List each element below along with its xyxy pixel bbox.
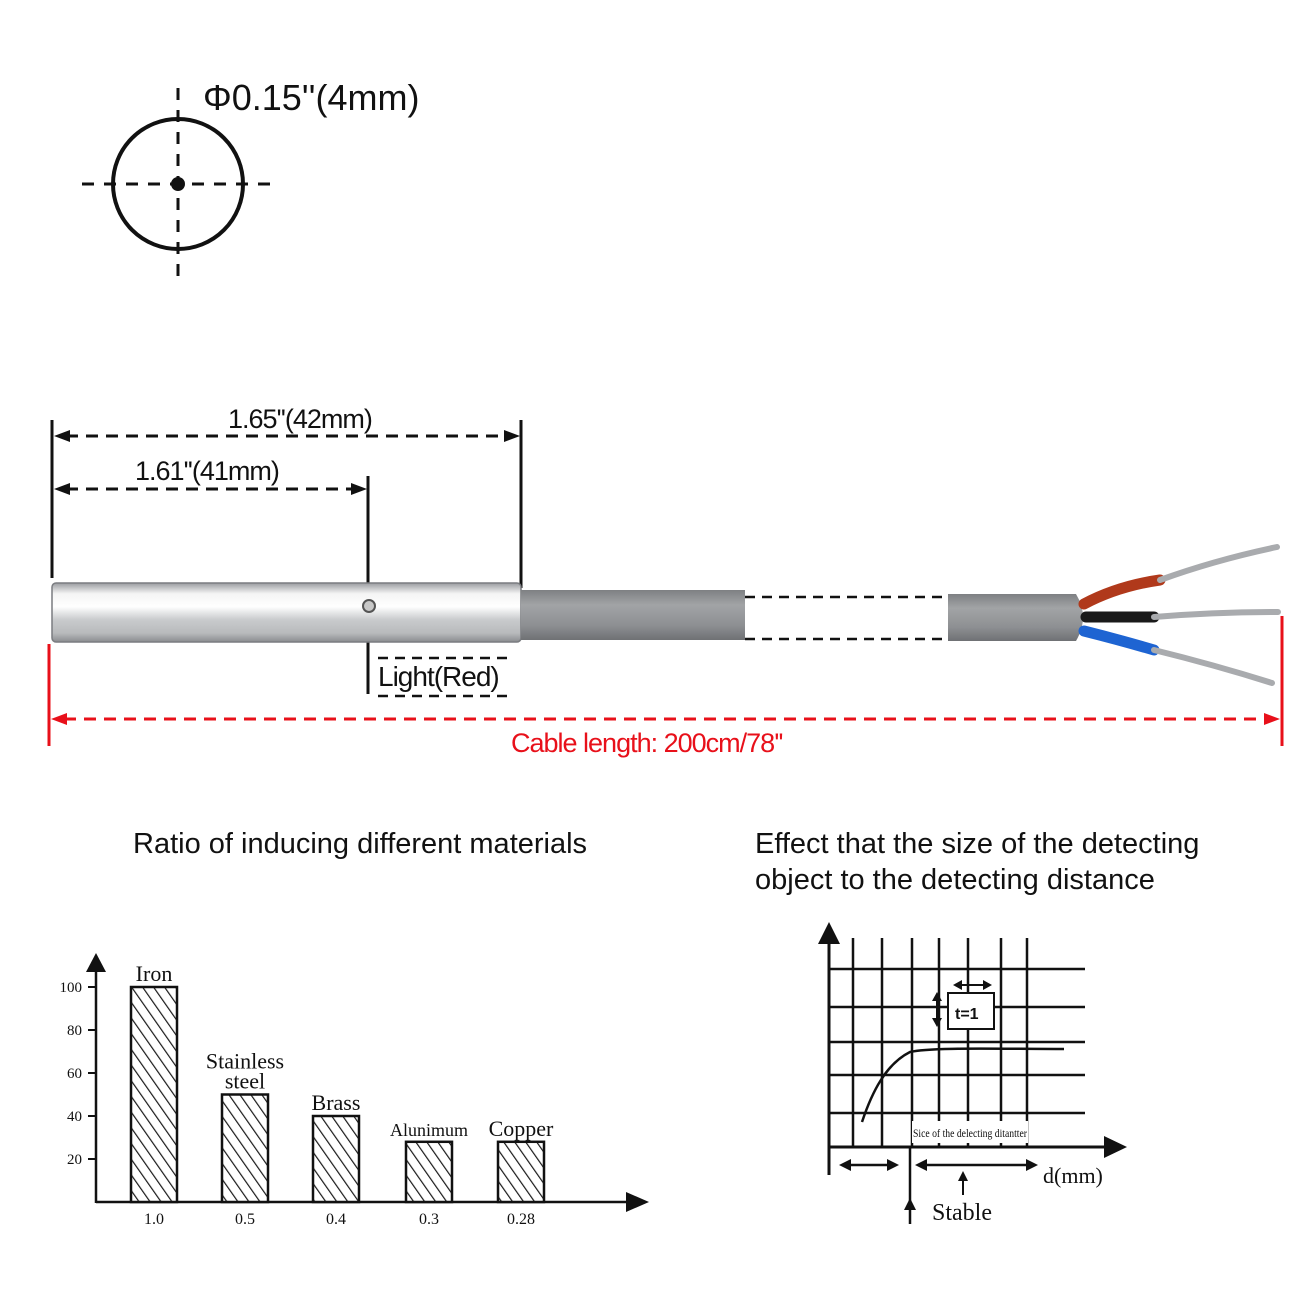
bar-category-label: Alunimum bbox=[390, 1120, 468, 1140]
cable-jacket-near bbox=[521, 590, 745, 640]
distance-grid bbox=[829, 938, 1085, 1147]
bar-category-label: Stainless bbox=[206, 1049, 284, 1074]
y-tick-label: 20 bbox=[67, 1152, 82, 1168]
stable-pointer-arrow bbox=[958, 1171, 968, 1181]
y-tick-label: 60 bbox=[67, 1066, 82, 1082]
bar-alunimum bbox=[404, 1140, 454, 1204]
inset-box bbox=[947, 992, 995, 1030]
total-length-arrow-left bbox=[54, 430, 70, 442]
curve-caption-bg bbox=[912, 1121, 1028, 1143]
distance-y-axis-arrow bbox=[818, 922, 840, 944]
y-tick-label: 40 bbox=[67, 1109, 82, 1125]
materials-x-axis-arrow bbox=[626, 1192, 649, 1212]
x-tick-label: 0.28 bbox=[507, 1211, 535, 1228]
light-position-arrow-right bbox=[351, 483, 367, 495]
bar-category-label: Brass bbox=[312, 1090, 361, 1115]
y-tick-label: 100 bbox=[60, 980, 83, 996]
bar-copper bbox=[496, 1140, 546, 1204]
materials-chart-heading: Ratio of inducing different materials bbox=[133, 828, 587, 860]
threshold-marker-arrow bbox=[904, 1198, 916, 1210]
x-tick-label: 0.4 bbox=[326, 1211, 346, 1228]
light-label: Light(Red) bbox=[378, 661, 499, 692]
distance-x-axis-arrow bbox=[1104, 1136, 1127, 1158]
inset-width-arrowhead-right bbox=[983, 980, 992, 990]
stable-label: Stable bbox=[932, 1200, 992, 1226]
stranded-conductor-middle bbox=[1151, 609, 1281, 620]
unstable-range-arrow-right bbox=[887, 1159, 899, 1171]
cable-jacket-far bbox=[948, 594, 1083, 641]
inset-label: t=1 bbox=[955, 1006, 979, 1023]
light-position-label: 1.61''(41mm) bbox=[135, 456, 279, 486]
materials-y-axis-arrow bbox=[86, 953, 106, 972]
materials-chart: Ratio of inducing different materials 20… bbox=[60, 828, 649, 1228]
stranded-conductor-top bbox=[1157, 544, 1280, 583]
x-tick-label: 1.0 bbox=[144, 1211, 164, 1228]
inset-height-arrowhead-bottom bbox=[932, 1018, 942, 1027]
curve-caption: Sice of the delecting ditantter bbox=[913, 1126, 1027, 1140]
detection-curve bbox=[860, 1047, 1065, 1123]
top-view: Φ0.15''(4mm) bbox=[82, 77, 420, 282]
bar-iron bbox=[129, 985, 179, 1204]
unstable-range-arrow-left bbox=[839, 1159, 851, 1171]
bar-stainless-steel bbox=[220, 1093, 270, 1204]
wire-blue bbox=[1078, 625, 1160, 656]
x-tick-label: 0.3 bbox=[419, 1211, 439, 1228]
indicator-led bbox=[362, 599, 376, 613]
bar-category-label: Iron bbox=[136, 961, 173, 986]
cable-length-label: Cable length: 200cm/78'' bbox=[511, 728, 783, 758]
stable-range-arrow-right bbox=[1026, 1159, 1038, 1171]
side-view: 1.65''(42mm) 1.61''(41mm) Light(Red) bbox=[47, 404, 1284, 758]
sensor-metal-body bbox=[51, 582, 522, 643]
total-length-arrow-right bbox=[504, 430, 520, 442]
y-tick-label: 80 bbox=[67, 1023, 82, 1039]
distance-chart: Effect that the size of the detecting ob… bbox=[755, 828, 1199, 1226]
cable-length-arrow-right bbox=[1264, 713, 1280, 725]
cable-break-gap bbox=[745, 596, 948, 638]
x-tick-label: 0.5 bbox=[235, 1211, 255, 1228]
inset-width-arrowhead-left bbox=[953, 980, 962, 990]
light-position-arrow-left bbox=[54, 483, 70, 495]
cable-length-arrow-left bbox=[51, 713, 67, 725]
x-axis-label: d(mm) bbox=[1043, 1163, 1103, 1188]
total-length-label: 1.65''(42mm) bbox=[228, 404, 372, 434]
materials-y-ticks: 20 40 60 80 100 bbox=[60, 980, 96, 1168]
wire-brown bbox=[1078, 574, 1166, 610]
distance-chart-heading-line1: Effect that the size of the detecting bbox=[755, 828, 1199, 860]
inset-height-arrowhead-top bbox=[932, 992, 942, 1001]
stable-range-arrow-left bbox=[915, 1159, 927, 1171]
stranded-conductor-bottom bbox=[1151, 647, 1275, 686]
bar-category-label: Copper bbox=[489, 1116, 554, 1141]
bar-category-label: steel bbox=[225, 1069, 265, 1094]
distance-chart-heading-line2: object to the detecting distance bbox=[755, 864, 1155, 896]
bar-brass bbox=[311, 1114, 361, 1204]
diameter-label: Φ0.15''(4mm) bbox=[203, 77, 420, 118]
